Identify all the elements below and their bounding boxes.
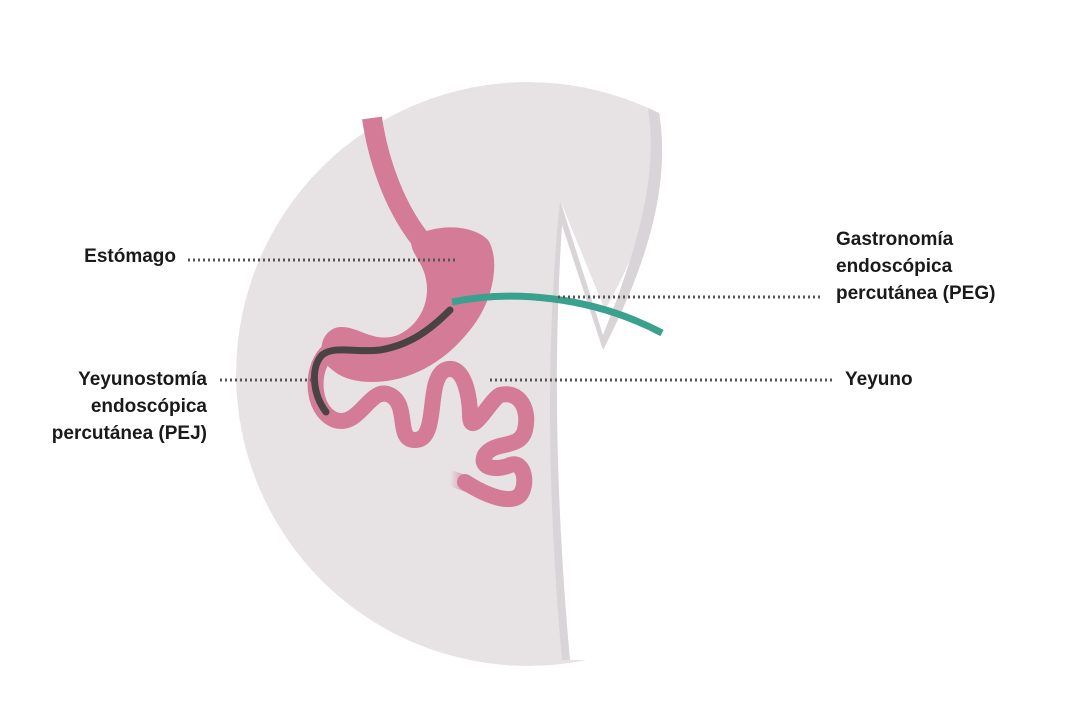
label-yeyuno: Yeyuno bbox=[845, 369, 913, 390]
esophagus bbox=[362, 116, 433, 252]
peg-tube bbox=[451, 292, 664, 337]
label-pej-line2: endoscópica bbox=[91, 396, 208, 417]
jejunum-fade bbox=[447, 470, 473, 493]
label-peg-line1: Gastronomía bbox=[836, 229, 954, 250]
pej-tube bbox=[310, 306, 454, 416]
label-peg-line2: endoscópica bbox=[836, 256, 953, 277]
label-peg-line3: percutánea (PEG) bbox=[836, 283, 995, 304]
jejunum bbox=[307, 342, 535, 507]
stomach bbox=[321, 227, 495, 382]
abdominal-wall bbox=[550, 92, 663, 660]
label-estomago: Estómago bbox=[84, 246, 176, 267]
label-pej-line3: percutánea (PEJ) bbox=[52, 423, 207, 444]
label-pej-line1: Yeyunostomía bbox=[78, 369, 207, 390]
